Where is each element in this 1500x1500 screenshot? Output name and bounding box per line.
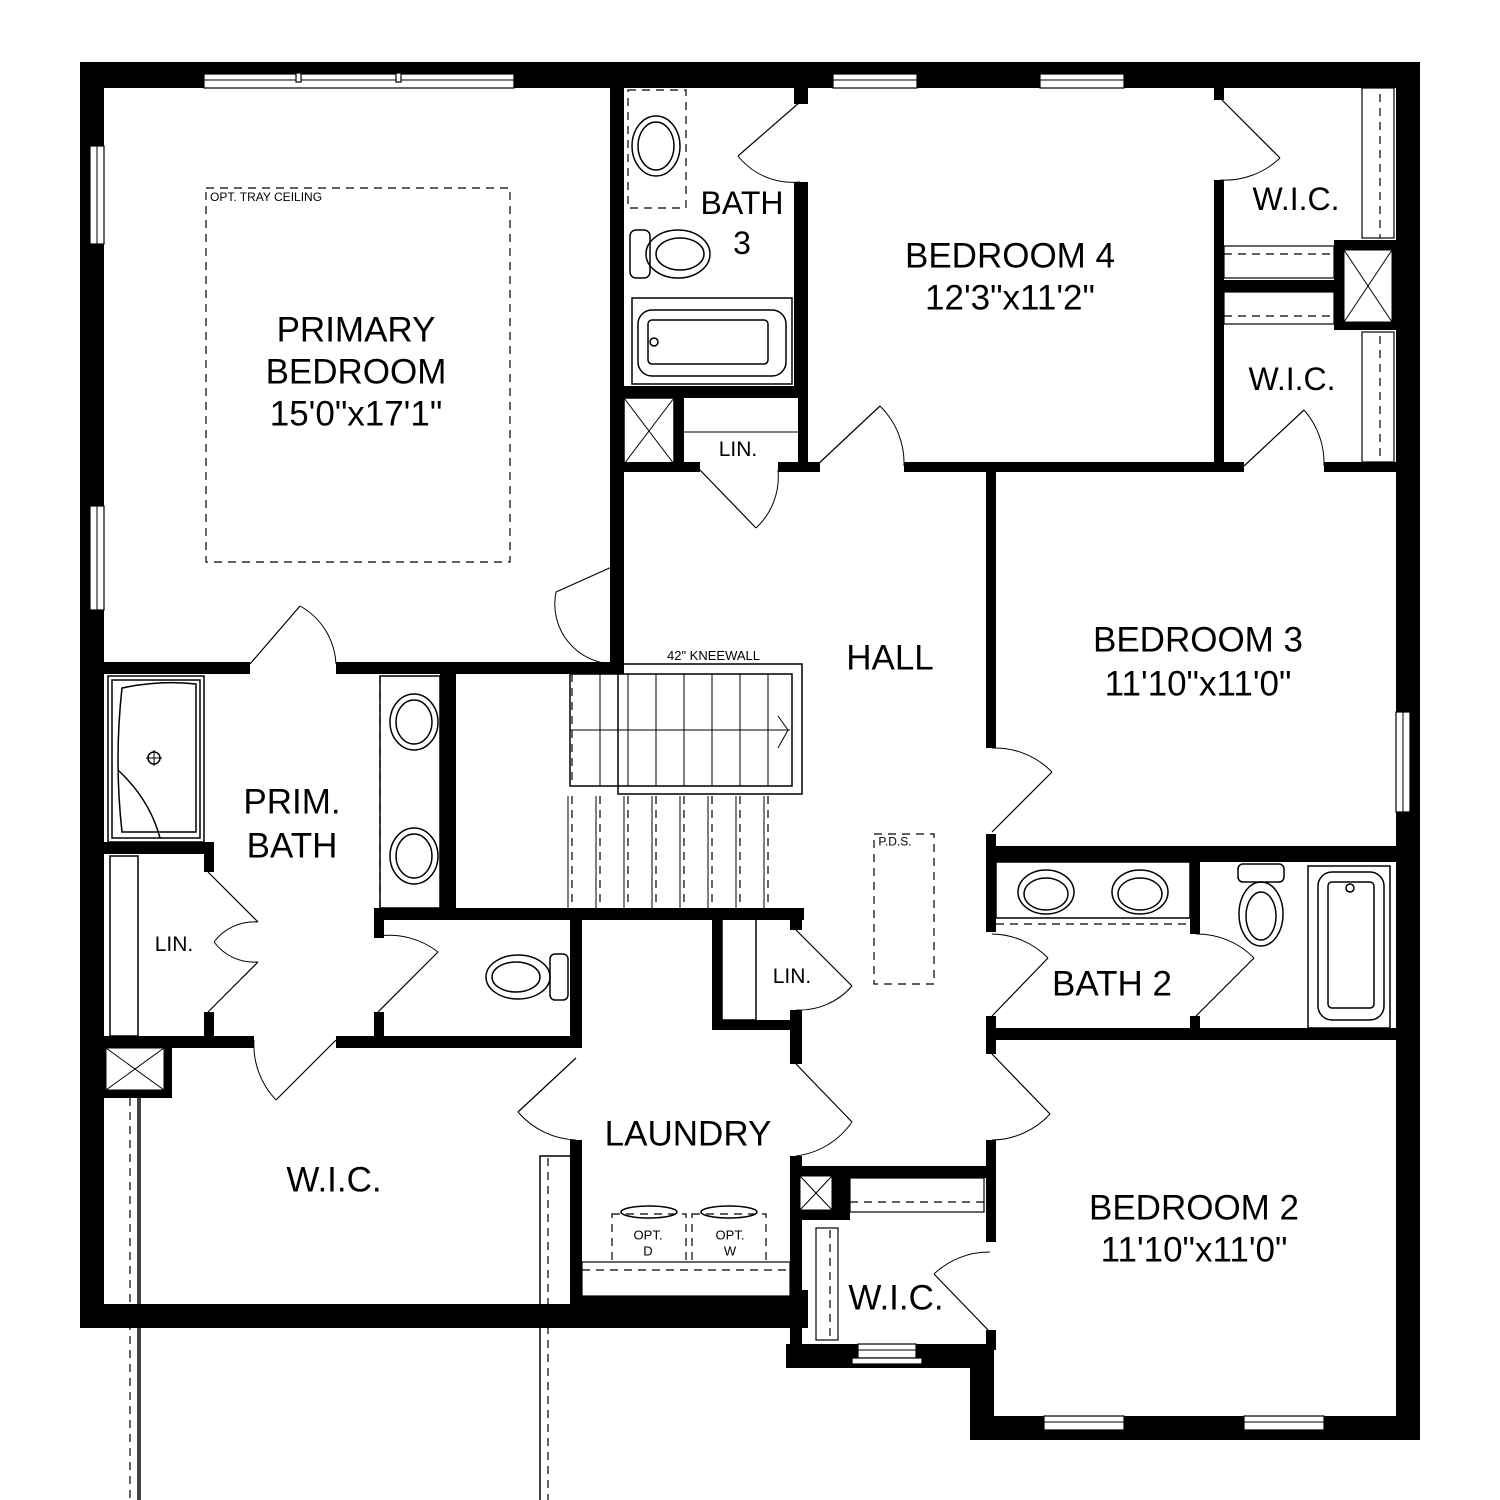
sink-icon — [1111, 869, 1169, 915]
bathtub-icon — [631, 297, 793, 385]
washer-label-line2: W — [723, 1243, 737, 1259]
room-label-bath3: BATH — [700, 185, 784, 222]
door-bedroom2[interactable] — [991, 1053, 1051, 1115]
room-label-bedroom2: BEDROOM 2 — [1088, 1188, 1300, 1228]
door-bath2-toilet[interactable] — [1195, 957, 1255, 1017]
pds-outline — [873, 833, 935, 985]
room-label-hall: HALL — [846, 638, 934, 678]
door-wic-bed2[interactable] — [933, 1273, 991, 1333]
washer-label: OPT. — [715, 1227, 745, 1243]
door-bedroom3[interactable] — [991, 771, 1053, 833]
door-wic-upper[interactable] — [1219, 97, 1281, 159]
room-label-wic-bed2: W.I.C. — [848, 1278, 944, 1318]
dryer-outline — [611, 1213, 687, 1297]
sink-icon — [389, 827, 439, 885]
doors — [207, 97, 1325, 1333]
toilet-icon — [485, 954, 551, 1000]
door-laundry-hall[interactable] — [795, 1063, 853, 1123]
room-label-wic-lower: W.I.C. — [1248, 361, 1336, 398]
sink-icon — [631, 115, 681, 177]
room-label-primary-bedroom-line2: BEDROOM — [265, 352, 447, 392]
tray-ceiling-outline — [205, 187, 511, 563]
kneewall-note: 42" KNEEWALL — [667, 648, 761, 663]
door-primary-entry[interactable] — [555, 565, 615, 593]
door-toilet-room[interactable] — [377, 951, 439, 1013]
room-size-bedroom4: 12'3"x11'2" — [925, 278, 1095, 318]
toilet-tank — [629, 229, 651, 279]
windows — [89, 72, 1411, 1431]
door-bedroom4[interactable] — [815, 405, 881, 467]
room-size-bedroom3: 11'10"x11'0" — [1104, 664, 1292, 704]
toilet-tank — [1237, 863, 1285, 883]
toilet-icon — [645, 229, 711, 279]
room-label-linen-hall: LIN. — [772, 965, 812, 989]
room-label-bedroom3: BEDROOM 3 — [1092, 620, 1304, 660]
room-label-linen-bath3: LIN. — [718, 438, 758, 462]
vanity-bath3 — [627, 89, 687, 209]
room-label-laundry: LAUNDRY — [604, 1114, 772, 1154]
door-bath3[interactable] — [737, 101, 801, 157]
room-label-prim-bath: PRIM. — [243, 782, 341, 822]
door-wic-lower[interactable] — [1243, 409, 1305, 467]
door-linen-prim-bottom[interactable] — [207, 961, 259, 1013]
room-label-wic-primary: W.I.C. — [286, 1160, 382, 1200]
staircase — [440, 663, 803, 910]
stair-treads-upper — [571, 674, 769, 786]
toilet-tank — [549, 953, 569, 1001]
room-label-prim-bath-line2: BATH — [246, 826, 338, 866]
door-linen-hall[interactable] — [795, 929, 853, 987]
room-label-bedroom4: BEDROOM 4 — [904, 236, 1116, 276]
dryer-label-line2: D — [643, 1243, 653, 1259]
interior-walls — [104, 87, 1396, 1500]
room-label-linen-prim: LIN. — [154, 933, 194, 957]
room-size-bedroom2: 11'10"x11'0" — [1100, 1230, 1288, 1270]
door-bath2[interactable] — [991, 957, 1049, 1017]
washer-outline — [691, 1213, 767, 1297]
room-size-primary-bedroom: 15'0"x17'1" — [269, 394, 443, 434]
fixtures — [111, 89, 1391, 1297]
room-label-bath2: BATH 2 — [1052, 964, 1172, 1004]
room-label-bath3-line2: 3 — [733, 225, 751, 262]
tray-ceiling-note: OPT. TRAY CEILING — [210, 190, 323, 204]
door-linen-prim-top[interactable] — [207, 871, 259, 923]
stair-treads-lower — [567, 796, 769, 908]
door-linen-bath3[interactable] — [699, 469, 757, 529]
door-prim-bath-left[interactable] — [249, 605, 301, 665]
door-prim-wic[interactable] — [275, 1039, 337, 1101]
room-label-primary-bedroom: PRIMARY — [276, 310, 436, 350]
vanity-bath2 — [995, 861, 1191, 919]
room-label-wic-upper: W.I.C. — [1252, 181, 1340, 218]
sink-icon — [1017, 869, 1075, 915]
sink-icon — [389, 693, 439, 751]
dryer-label: OPT. — [633, 1227, 663, 1243]
bathtub-icon — [1307, 865, 1391, 1029]
freestanding-tub-icon — [111, 679, 201, 839]
pds-note: P.D.S. — [878, 834, 912, 849]
door-laundry-wic[interactable] — [517, 1057, 577, 1113]
toilet-icon — [1238, 881, 1284, 947]
